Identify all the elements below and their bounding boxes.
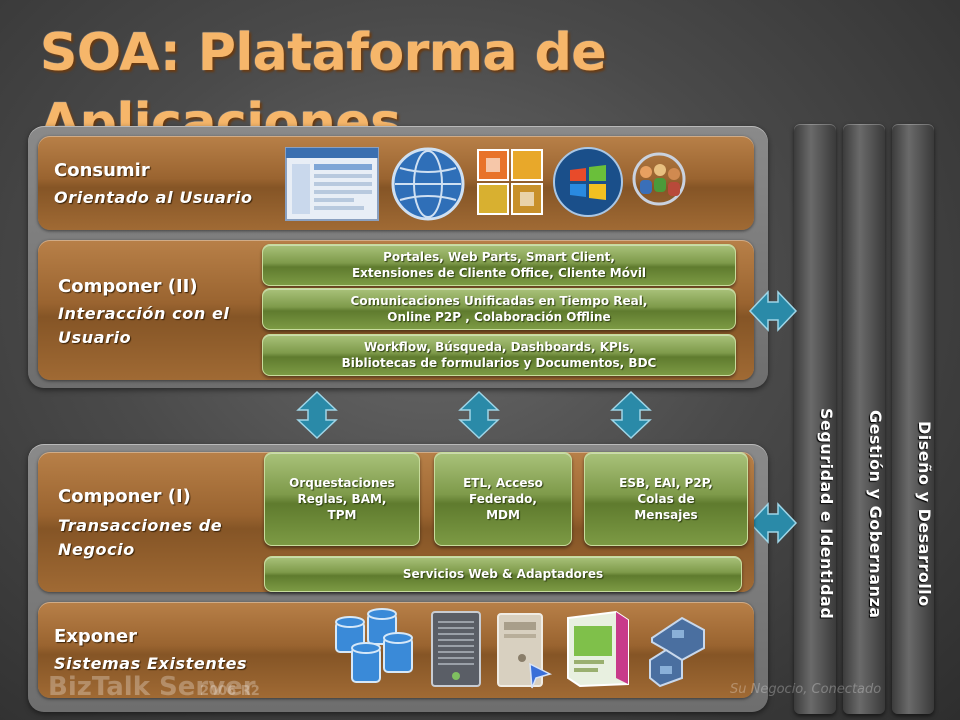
windows-logo-icon [553, 147, 623, 217]
box-line: Reglas, BAM, [297, 492, 387, 506]
box-line: Orquestaciones [289, 476, 395, 490]
layer-componer2-subtitle-1: Interacción con el [58, 304, 230, 323]
bar-line: Online P2P , Colaboración Offline [387, 310, 611, 324]
box-line: Mensajes [634, 508, 698, 522]
box-line: ETL, Acceso [463, 476, 543, 490]
bar-line: Portales, Web Parts, Smart Client, [383, 250, 615, 264]
app-server-icon [497, 613, 553, 689]
horizontal-arrow-icon [748, 290, 798, 332]
transaction-box-esb: ESB, EAI, P2P, Colas de Mensajes [584, 452, 748, 546]
interaction-bar-communications: Comunicaciones Unificadas en Tiempo Real… [262, 288, 736, 330]
services-bar: Servicios Web & Adaptadores [264, 556, 742, 592]
vertical-arrow-icon [458, 390, 500, 440]
bar-line: Extensiones de Cliente Office, Cliente M… [351, 266, 647, 280]
box-line: Colas de [637, 492, 695, 506]
interaction-bar-workflow: Workflow, Búsqueda, Dashboards, KPIs, Bib… [262, 334, 736, 376]
column-security: Seguridad e Identidad [794, 124, 836, 714]
product-watermark: BizTalk Server [48, 672, 256, 702]
layer-componer2-subtitle-2: Usuario [58, 328, 132, 347]
globe-icon [391, 147, 465, 221]
databases-icon [335, 608, 413, 683]
page-title: SOA: Plataforma de Aplicaciones [40, 23, 607, 153]
portal-window-icon [285, 147, 379, 221]
column-design-label: Diseño y Desarrollo [915, 421, 934, 607]
product-version-watermark: 2006 R2 [200, 684, 260, 699]
layer-exponer-subtitle: Sistemas Existentes [54, 654, 248, 673]
column-design: Diseño y Desarrollo [892, 124, 934, 714]
vertical-arrow-icon [296, 390, 338, 440]
column-security-label: Seguridad e Identidad [817, 408, 836, 620]
office-logo-icon [477, 149, 543, 215]
box-line: ESB, EAI, P2P, [619, 476, 713, 490]
bar-line: Bibliotecas de formularios y Documentos,… [341, 356, 657, 370]
box-line: Federado, [469, 492, 537, 506]
interaction-bar-portals: Portales, Web Parts, Smart Client, Extens… [262, 244, 736, 286]
bar-line: Workflow, Búsqueda, Dashboards, KPIs, [363, 340, 634, 354]
tagline-watermark: Su Negocio, Conectado [730, 682, 882, 697]
users-network-icon [632, 152, 686, 206]
box-line: MDM [486, 508, 520, 522]
server-tower-icon [431, 611, 481, 687]
layer-exponer-title: Exponer [54, 626, 138, 647]
layer-componer2-title: Componer (II) [58, 276, 198, 297]
layer-consumir-subtitle: Orientado al Usuario [54, 188, 253, 207]
column-governance-label: Gestión y Gobernanza [866, 409, 885, 619]
layer-componer1-title: Componer (I) [58, 486, 191, 507]
pipeline-connector-icon [649, 616, 705, 688]
horizontal-arrow-icon [748, 502, 798, 544]
services-bar-label: Servicios Web & Adaptadores [402, 567, 604, 581]
vertical-arrow-icon [610, 390, 652, 440]
column-governance: Gestión y Gobernanza [843, 124, 885, 714]
layer-componer1-subtitle-1: Transacciones de [58, 516, 223, 535]
bar-line: Comunicaciones Unificadas en Tiempo Real… [350, 294, 648, 308]
box-line: TPM [327, 508, 357, 522]
software-box-icon [567, 610, 629, 688]
layer-consumir-title: Consumir [54, 160, 150, 181]
layer-componer1-subtitle-2: Negocio [58, 540, 135, 559]
